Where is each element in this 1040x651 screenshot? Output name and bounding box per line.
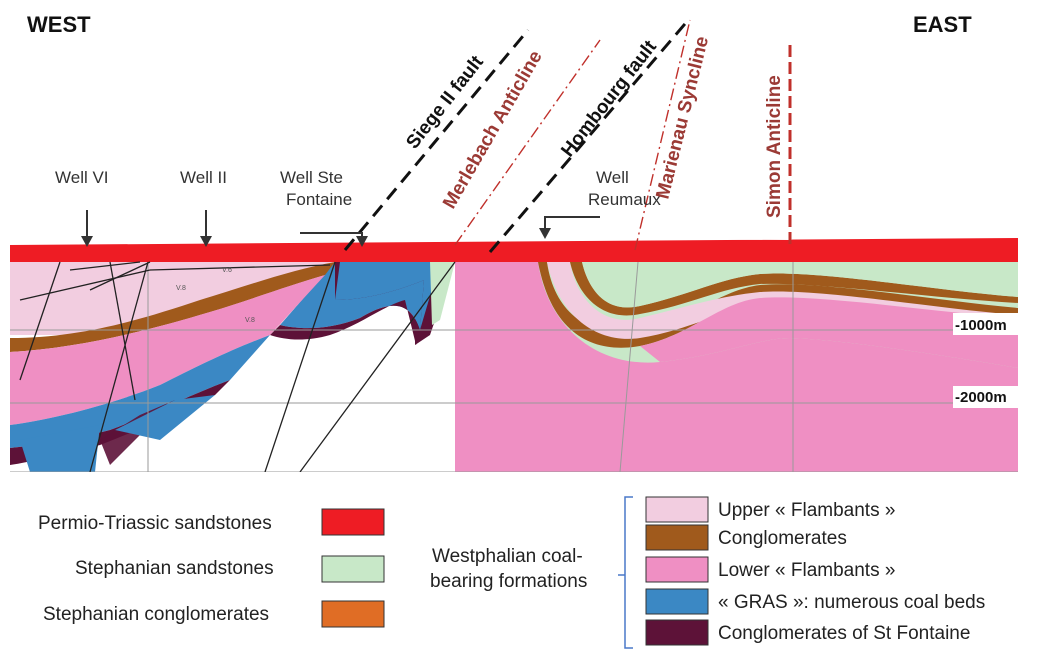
east-label: EAST bbox=[913, 12, 972, 37]
legend-group-label-line2: bearing formations bbox=[430, 571, 587, 592]
west-block-small-labels: V.8 V.8 V.6 bbox=[176, 267, 255, 324]
small-label-v8-a: V.8 bbox=[245, 317, 255, 324]
well-reumaux-label-line2: Reumaux bbox=[588, 190, 661, 209]
well-markers bbox=[81, 210, 600, 247]
legend-group-bracket bbox=[618, 496, 633, 649]
west-label: WEST bbox=[27, 12, 91, 37]
legend-stephanian-sandstones-label: Stephanian sandstones bbox=[75, 558, 274, 579]
legend-stephanian-conglomerates-label: Stephanian conglomerates bbox=[43, 604, 269, 625]
small-label-v8-b: V.8 bbox=[176, 285, 186, 292]
legend-gras-swatch bbox=[645, 588, 709, 615]
well-ste-fontaine-label-line1: Well Ste bbox=[280, 168, 343, 187]
well-reumaux-label-line1: Well bbox=[596, 168, 629, 187]
siege-ii-fault-line bbox=[343, 29, 530, 251]
legend-group-label: Westphalian coal- bearing formations bbox=[430, 546, 587, 592]
merlebach-anticline-axis bbox=[454, 39, 601, 246]
depth-2000-label: -2000m bbox=[955, 389, 1007, 406]
permio-triassic-layer bbox=[10, 238, 1018, 262]
legend-upper-flambants-label: Upper « Flambants » bbox=[718, 500, 895, 521]
marienau-syncline-label: Marienau Syncline bbox=[652, 34, 713, 201]
hombourg-fault-line bbox=[488, 17, 692, 253]
small-label-v6: V.6 bbox=[222, 267, 232, 274]
west-block-gras bbox=[10, 335, 270, 448]
fault-traces bbox=[343, 17, 792, 253]
legend-right: Upper « Flambants » Conglomerates Lower … bbox=[645, 496, 985, 646]
depth-2000-tag: -2000m bbox=[953, 386, 1029, 408]
legend-lower-flambants-swatch bbox=[645, 556, 709, 583]
legend-upper-flambants-swatch bbox=[645, 496, 709, 523]
simon-anticline-label: Simon Anticline bbox=[764, 75, 785, 218]
legend-gras-label: « GRAS »: numerous coal beds bbox=[718, 592, 985, 613]
legend-lower-flambants-label: Lower « Flambants » bbox=[718, 560, 895, 581]
central-block-gras bbox=[335, 262, 440, 330]
well-vi-label: Well VI bbox=[55, 168, 109, 187]
well-ii-label: Well II bbox=[180, 168, 227, 187]
legend-stephanian-sandstones-swatch bbox=[321, 555, 385, 583]
hombourg-fault-label: Hombourg fault bbox=[557, 36, 661, 161]
legend-conglomerates-label: Conglomerates bbox=[718, 528, 847, 549]
west-block-lower-flambants bbox=[10, 275, 325, 425]
west-block-conglomerates bbox=[10, 262, 335, 352]
legend-conglomerates-swatch bbox=[645, 524, 709, 551]
legend-group-label-line1: Westphalian coal- bbox=[432, 546, 583, 567]
legend-permio-triassic-swatch bbox=[321, 508, 385, 536]
section-body bbox=[10, 238, 1018, 472]
legend-st-fontaine-label: Conglomerates of St Fontaine bbox=[718, 623, 970, 644]
legend-stephanian-conglomerates-swatch bbox=[321, 600, 385, 628]
well-ste-fontaine-label-line2: Fontaine bbox=[286, 190, 352, 209]
depth-1000-label: -1000m bbox=[955, 317, 1007, 334]
basin-lower-flambants-layer bbox=[455, 262, 1018, 472]
marienau-syncline-axis bbox=[634, 19, 691, 251]
legend-permio-triassic-label: Permio-Triassic sandstones bbox=[38, 513, 272, 534]
legend-st-fontaine-swatch bbox=[645, 619, 709, 646]
legend-left: Permio-Triassic sandstones Stephanian sa… bbox=[38, 508, 385, 628]
depth-1000-tag: -1000m bbox=[953, 313, 1029, 335]
